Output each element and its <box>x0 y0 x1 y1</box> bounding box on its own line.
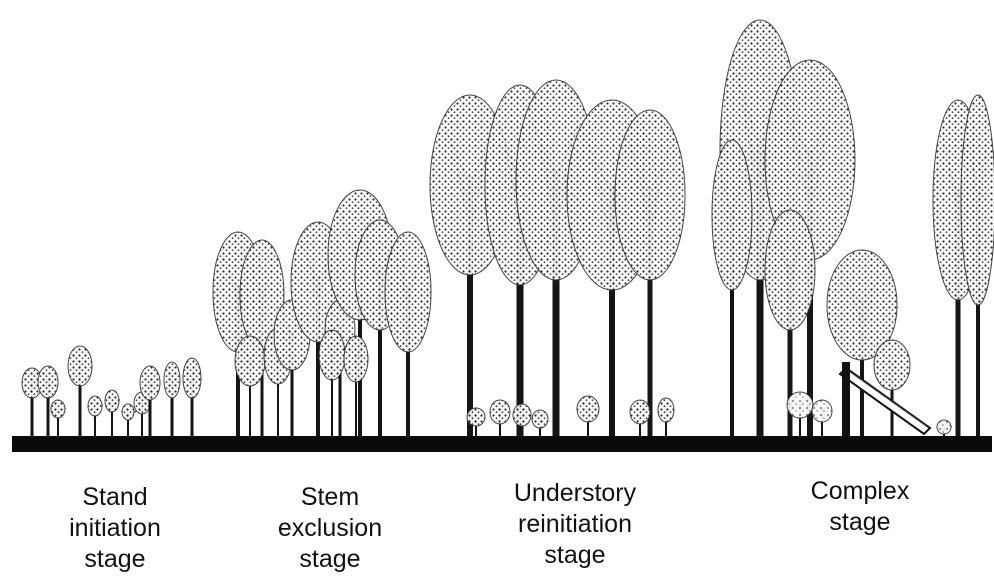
sapling-icon <box>513 404 531 438</box>
stage-label-stand-initiation: Stand initiation stage <box>25 482 205 575</box>
forest-succession-illustration <box>0 0 994 460</box>
ground-line <box>12 436 992 452</box>
sapling-icon <box>88 396 103 438</box>
sapling-icon <box>532 410 548 438</box>
stage-label-stem-exclusion: Stem exclusion stage <box>240 482 420 575</box>
tree-icon <box>712 140 752 438</box>
tree-icon <box>385 232 431 438</box>
sapling-icon <box>658 398 674 438</box>
sapling-icon <box>812 400 832 438</box>
tree-icon <box>344 336 368 438</box>
sapling-icon <box>164 362 180 438</box>
stage-label-complex: Complex stage <box>760 476 960 538</box>
tree-icon <box>874 340 910 438</box>
sapling-icon <box>937 420 952 438</box>
stage-label-understory-reinitiation: Understory reinitiation stage <box>470 478 680 571</box>
sapling-icon <box>121 404 136 438</box>
tree-icon <box>961 95 994 438</box>
sapling-icon <box>51 400 66 438</box>
sapling-icon <box>630 400 650 438</box>
sapling-icon <box>490 400 510 438</box>
sapling-icon <box>68 346 92 438</box>
sapling-icon <box>577 396 599 438</box>
sapling-icon <box>183 358 201 438</box>
sapling-icon <box>105 390 120 438</box>
